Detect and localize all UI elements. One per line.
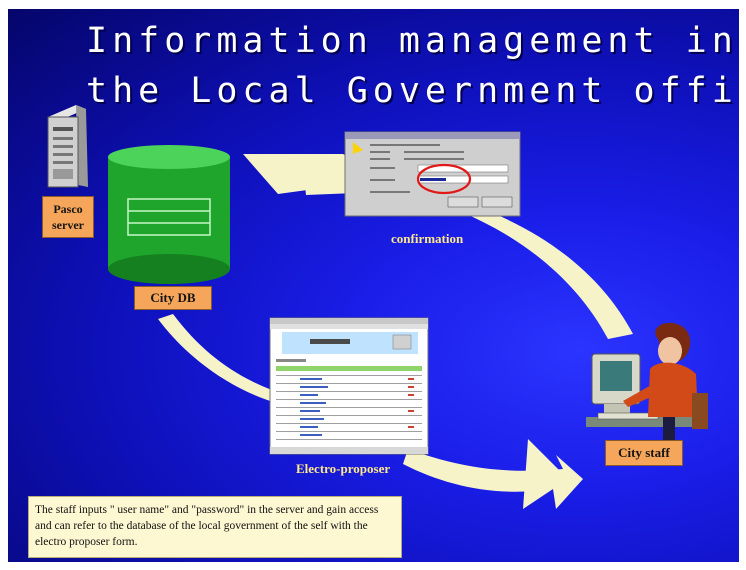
slide: Information management in the Local Gove… (8, 9, 739, 562)
diagram-artwork (47, 105, 708, 509)
server-icon (47, 105, 88, 188)
arrow-proposer-to-staff (403, 439, 583, 509)
city-db-label: City DB (134, 286, 212, 310)
login-dialog-screenshot (344, 131, 521, 217)
pasco-server-label: Pasco server (42, 196, 94, 238)
title-line-2: the Local Government office (86, 71, 739, 111)
city-staff-label: City staff (605, 440, 683, 466)
explanation-note: The staff inputs " user name" and "passw… (28, 496, 402, 558)
highlight-circle (416, 163, 472, 195)
proposer-window-screenshot (269, 317, 429, 455)
electro-proposer-caption: Electro-proposer (296, 461, 391, 476)
title-line-1: Information management in (86, 21, 738, 61)
database-cylinder-icon (108, 145, 230, 284)
confirmation-caption: confirmation (391, 231, 464, 246)
computer-user-icon (586, 322, 708, 445)
